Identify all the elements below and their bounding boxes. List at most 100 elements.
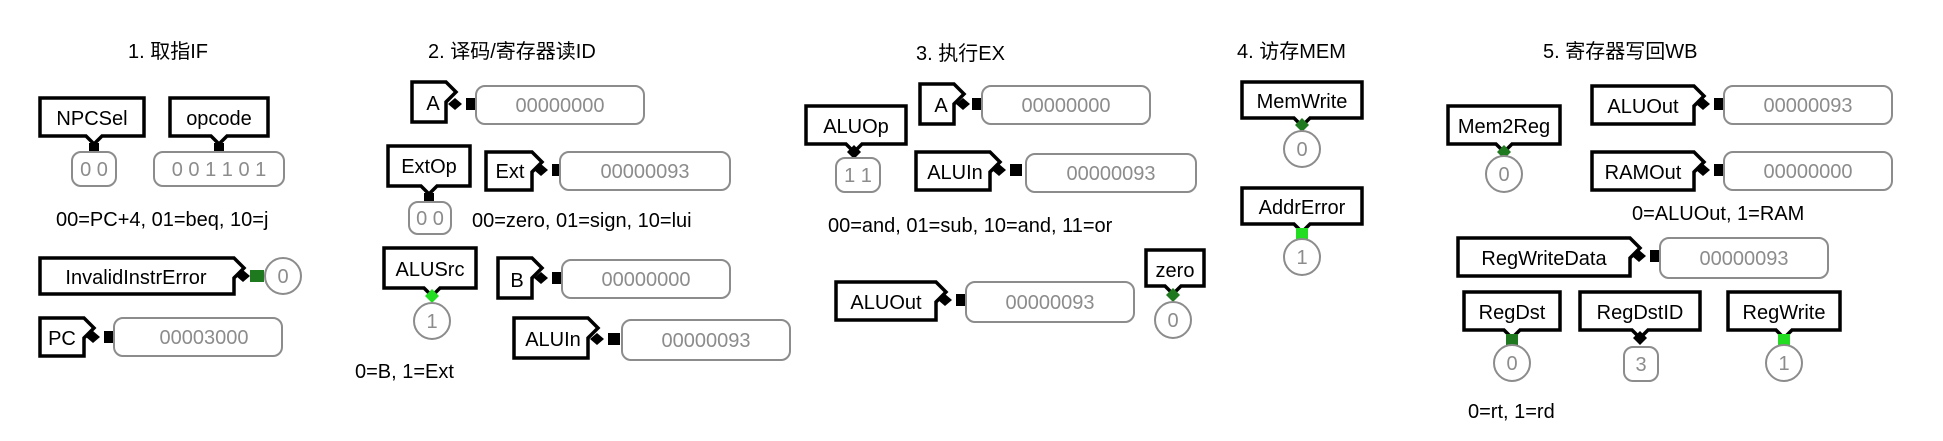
- svg-text:0: 0: [277, 266, 288, 288]
- note-extop: 00=zero, 01=sign, 10=lui: [472, 210, 692, 232]
- svg-text:ALUIn: ALUIn: [927, 162, 983, 184]
- led-invalid: [250, 270, 264, 282]
- pin-invalid: [236, 270, 250, 282]
- probe-wb-aluout: 00000093: [1723, 85, 1893, 125]
- svg-text:ALUIn: ALUIn: [525, 329, 581, 351]
- stage-title-if: 1. 取指IF: [128, 40, 208, 63]
- tunnel-invalid-instr-error: InvalidInstrError: [38, 256, 247, 296]
- probe-ex-aluin: 00000093: [1025, 153, 1197, 193]
- svg-text:0 0 1 1 0 1: 0 0 1 1 0 1: [172, 159, 267, 181]
- probe-regwritedata: 00000093: [1659, 237, 1829, 279]
- stage-title-mem: 4. 访存MEM: [1237, 40, 1346, 63]
- tunnel-ex-a: A: [918, 82, 967, 126]
- pin-value-opcode: 0 0 1 1 0 1: [153, 151, 285, 187]
- pin-ex-aluin-end: [1010, 164, 1022, 176]
- svg-text:Mem2Reg: Mem2Reg: [1458, 116, 1550, 138]
- svg-text:Ext: Ext: [496, 161, 525, 183]
- svg-text:1: 1: [426, 311, 437, 333]
- svg-text:NPCSel: NPCSel: [56, 108, 127, 130]
- led-memwrite: [1295, 118, 1309, 132]
- tunnel-ex-aluin: ALUIn: [914, 150, 1003, 192]
- pin-id-a: [448, 98, 462, 110]
- svg-text:ExtOp: ExtOp: [401, 156, 457, 178]
- svg-text:A: A: [426, 93, 440, 115]
- svg-text:ALUOp: ALUOp: [823, 116, 889, 138]
- pin-aluop: [847, 145, 861, 159]
- pin-opcode: [214, 143, 224, 153]
- pin-extop: [424, 193, 434, 203]
- led-value-mem2reg: 0: [1485, 155, 1523, 193]
- pin-regwritedata: [1632, 250, 1646, 262]
- tunnel-aluop: ALUOp: [804, 104, 908, 155]
- svg-text:00000000: 00000000: [516, 95, 605, 117]
- pin-ramout: [1696, 164, 1710, 176]
- note-mem2reg: 0=ALUOut, 1=RAM: [1632, 203, 1804, 225]
- svg-text:A: A: [934, 95, 948, 117]
- led-regwrite: [1778, 334, 1790, 346]
- tunnel-mem2reg: Mem2Reg: [1446, 104, 1562, 155]
- tunnel-ext: Ext: [484, 150, 545, 192]
- svg-text:00000093: 00000093: [1700, 248, 1789, 270]
- note-aluop: 00=and, 01=sub, 10=and, 11=or: [828, 215, 1113, 237]
- stage-title-wb: 5. 寄存器写回WB: [1543, 40, 1697, 63]
- probe-ex-aluout: 00000093: [965, 281, 1135, 323]
- svg-text:0: 0: [1167, 310, 1178, 332]
- stage-title-id: 2. 译码/寄存器读ID: [428, 40, 596, 63]
- pin-npcsel: [89, 143, 99, 153]
- pin-value-extop: 0 0: [408, 201, 452, 235]
- tunnel-regwrite: RegWrite: [1726, 290, 1842, 341]
- svg-text:00000093: 00000093: [1764, 95, 1853, 117]
- note-npcsel: 00=PC+4, 01=beq, 10=j: [56, 209, 268, 231]
- tunnel-opcode: opcode: [168, 96, 270, 147]
- tunnel-regwritedata: RegWriteData: [1456, 236, 1643, 278]
- svg-text:PC: PC: [48, 328, 76, 350]
- note-regdst: 0=rt, 1=rd: [1468, 401, 1555, 423]
- probe-id-a: 00000000: [475, 85, 645, 125]
- svg-text:1: 1: [1296, 247, 1307, 269]
- probe-id-b: 00000000: [561, 259, 731, 299]
- svg-text:B: B: [510, 270, 523, 292]
- tunnel-npcsel: NPCSel: [38, 96, 146, 147]
- svg-text:opcode: opcode: [186, 108, 252, 130]
- led-addrerror: [1296, 228, 1308, 240]
- tunnel-id-b: B: [496, 256, 545, 300]
- tunnel-memwrite: MemWrite: [1240, 80, 1364, 129]
- svg-text:ALUSrc: ALUSrc: [396, 259, 465, 281]
- pin-ex-aluin: [992, 164, 1006, 176]
- tunnel-id-a: A: [410, 80, 459, 124]
- note-alusrc: 0=B, 1=Ext: [355, 361, 454, 383]
- led-value-invalid: 0: [264, 257, 302, 295]
- tunnel-ex-aluout: ALUOut: [834, 280, 949, 322]
- svg-text:RAMOut: RAMOut: [1605, 162, 1682, 184]
- svg-text:00000000: 00000000: [1764, 161, 1853, 183]
- svg-text:RegDst: RegDst: [1479, 302, 1546, 324]
- led-alusrc: [425, 289, 439, 303]
- svg-text:0: 0: [1498, 164, 1509, 186]
- pin-value-aluop: 1 1: [835, 157, 881, 193]
- probe-id-aluin: 00000093: [621, 319, 791, 361]
- probe-pc: 00003000: [113, 317, 283, 357]
- svg-text:ALUOut: ALUOut: [1607, 96, 1679, 118]
- pin-ex-aluout: [938, 294, 952, 306]
- svg-text:00000000: 00000000: [602, 269, 691, 291]
- pin-id-aluin-end: [608, 333, 620, 345]
- svg-text:InvalidInstrError: InvalidInstrError: [65, 267, 206, 289]
- led-value-addrerror: 1: [1283, 238, 1321, 276]
- stage-title-ex: 3. 执行EX: [916, 42, 1005, 65]
- tunnel-zero: zero: [1144, 248, 1206, 297]
- tunnel-pc: PC: [38, 316, 97, 358]
- svg-text:1 1: 1 1: [844, 165, 872, 187]
- probe-ext: 00000093: [559, 151, 731, 191]
- led-value-regwrite: 1: [1765, 344, 1803, 382]
- svg-text:zero: zero: [1156, 260, 1195, 282]
- tunnel-extop: ExtOp: [386, 144, 472, 197]
- pin-id-aluin: [590, 333, 604, 345]
- pin-regdstid: [1633, 331, 1647, 345]
- pin-id-b: [534, 272, 548, 284]
- svg-text:00003000: 00003000: [160, 327, 249, 349]
- probe-ramout: 00000000: [1723, 151, 1893, 191]
- svg-text:0: 0: [1506, 353, 1517, 375]
- svg-text:00000093: 00000093: [1067, 163, 1156, 185]
- svg-text:AddrError: AddrError: [1259, 197, 1346, 219]
- led-regdst: [1506, 334, 1518, 346]
